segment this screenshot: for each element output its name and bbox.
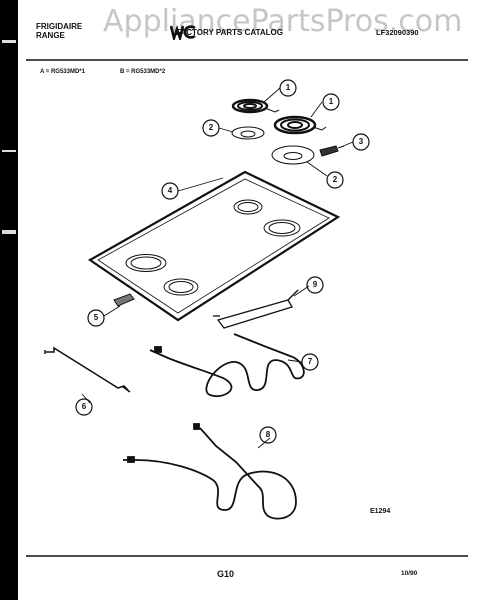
cooktop-main-top [87, 170, 341, 322]
brand-name: FRIGIDAIRE [36, 22, 83, 31]
callout-label-receptacle: 3 [358, 137, 364, 146]
scan-edge [0, 0, 18, 600]
callout-label-drip-bowl-large: 2 [332, 175, 338, 184]
callout-label-broil-element: 7 [307, 357, 313, 366]
model-b-label: B = RG533MD*2 [120, 69, 166, 75]
drip-bowl-large [271, 145, 315, 165]
callout-label-element-small: 1 [285, 83, 291, 92]
bake-element [123, 423, 297, 520]
model-a-label: A = RG533MD*1 [40, 69, 85, 75]
surface-element-small [231, 98, 280, 114]
hinge-bracket [113, 293, 135, 307]
receptacle-block [319, 145, 345, 157]
element-bracket [213, 289, 299, 329]
catalog-code: LF32090390 [376, 28, 419, 37]
callout-label-cooktop: 4 [167, 186, 173, 195]
leader-lines [81, 87, 354, 449]
support-rod [44, 346, 131, 393]
callout-label-drip-bowl-small: 2 [208, 123, 214, 132]
product-type: RANGE [36, 31, 65, 40]
callout-label-bake-element: 8 [265, 430, 271, 439]
scan-mark [2, 40, 16, 43]
illustration-code: E1294 [370, 508, 391, 515]
page-number: G10 [217, 569, 235, 579]
callout-label-element-large: 1 [328, 97, 334, 106]
broil-element [149, 333, 305, 398]
drip-bowl-small [231, 126, 265, 140]
scan-mark [2, 230, 16, 234]
date-code: 10/90 [401, 570, 418, 577]
scan-mark [2, 150, 16, 152]
surface-element-large [273, 115, 327, 135]
exploded-parts-diagram [26, 59, 468, 557]
callout-label-hinge: 5 [93, 313, 99, 322]
callout-circles [75, 79, 370, 444]
brand-header: FRIGIDAIRE RANGE [36, 22, 82, 40]
watermark-text: AppliancePartsPros.com [103, 4, 463, 39]
catalog-title: FACTORY PARTS CATALOG [176, 28, 283, 37]
callout-label-support-rod: 6 [81, 402, 87, 411]
wci-logo-icon [170, 24, 196, 40]
callout-label-bracket: 9 [312, 280, 318, 289]
parts-catalog-page: AppliancePartsPros.com FRIGIDAIRE RANGE … [18, 0, 480, 600]
